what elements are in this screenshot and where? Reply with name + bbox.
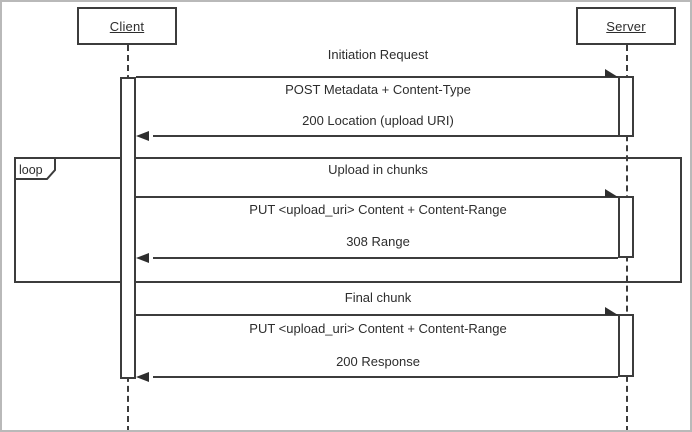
- message-line-308-range: [153, 257, 618, 259]
- loop-fragment: [14, 157, 682, 283]
- message-label-post: POST Metadata + Content-Type: [285, 82, 471, 97]
- right-arrowhead-icon: [605, 69, 618, 77]
- server-activation-bar-2: [618, 196, 634, 258]
- server-activation-bar-3: [618, 314, 634, 377]
- loop-pentagon-shape: [14, 157, 56, 180]
- section-title-initiation: Initiation Request: [327, 47, 429, 62]
- client-actor-label: Client: [109, 18, 145, 34]
- message-label-200-location: 200 Location (upload URI): [302, 113, 454, 128]
- client-actor-box: Client: [77, 7, 177, 45]
- right-arrowhead-icon: [605, 189, 618, 197]
- message-line-200-response: [153, 376, 618, 378]
- loop-operator-tag: loop: [14, 157, 56, 180]
- right-arrowhead-icon: [605, 307, 618, 315]
- message-line-post: [136, 76, 618, 78]
- message-label-put-final: PUT <upload_uri> Content + Content-Range: [249, 321, 507, 336]
- client-activation-bar: [120, 77, 136, 379]
- message-label-put-chunk: PUT <upload_uri> Content + Content-Range: [249, 202, 507, 217]
- message-label-200-response: 200 Response: [336, 354, 420, 369]
- message-line-put-final: [136, 314, 618, 316]
- loop-label: loop: [19, 163, 43, 177]
- server-actor-label: Server: [606, 18, 646, 34]
- left-arrowhead-icon: [136, 372, 149, 382]
- section-title-upload-chunks: Upload in chunks: [328, 162, 428, 177]
- section-title-final-chunk: Final chunk: [344, 290, 412, 305]
- server-activation-bar-1: [618, 76, 634, 137]
- left-arrowhead-icon: [136, 253, 149, 263]
- server-actor-box: Server: [576, 7, 676, 45]
- message-label-308-range: 308 Range: [346, 234, 410, 249]
- message-line-200-location: [153, 135, 618, 137]
- message-line-put-chunk: [136, 196, 618, 198]
- left-arrowhead-icon: [136, 131, 149, 141]
